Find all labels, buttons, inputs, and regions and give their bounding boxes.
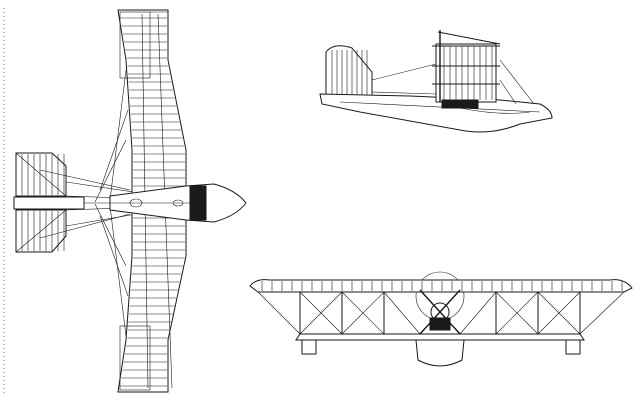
wing-bracing — [94, 69, 129, 337]
top-view — [3, 8, 247, 396]
tail-plane — [13, 152, 85, 253]
engine — [419, 289, 461, 335]
hull — [109, 183, 247, 223]
side-view — [319, 30, 553, 133]
front-view — [249, 271, 633, 367]
engine-struts — [371, 30, 535, 109]
